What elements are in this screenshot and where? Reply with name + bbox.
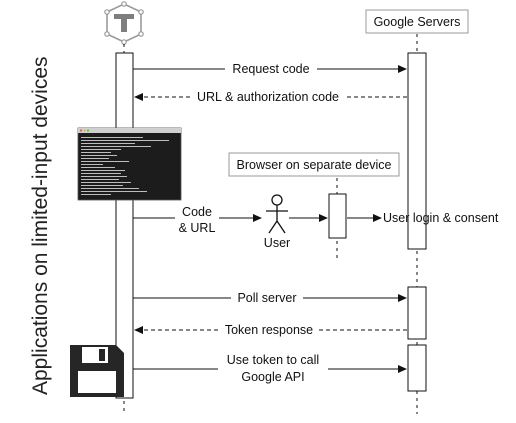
google-activation-bar-3 bbox=[407, 344, 427, 392]
token-response-label: Token response bbox=[225, 323, 313, 337]
google-servers-header: Google Servers bbox=[365, 9, 469, 34]
url-auth-code-message: URL & authorization code bbox=[134, 89, 407, 105]
user-label: User bbox=[264, 236, 290, 250]
poll-server-label: Poll server bbox=[237, 291, 296, 305]
request-code-label: Request code bbox=[232, 62, 309, 76]
google-activation-bar-1 bbox=[407, 52, 427, 250]
floppy-disk-icon bbox=[70, 345, 124, 397]
user-stick-figure-icon bbox=[266, 194, 288, 234]
use-token-message: Use token to call Google API bbox=[133, 352, 407, 386]
use-token-label-line2: Google API bbox=[241, 370, 304, 384]
terminal-screenshot-icon bbox=[77, 127, 182, 201]
browser-header: Browser on separate device bbox=[228, 152, 400, 177]
browser-label: Browser on separate device bbox=[237, 158, 392, 172]
google-activation-bar-2 bbox=[407, 286, 427, 340]
poll-server-message: Poll server bbox=[133, 290, 407, 306]
device-activation-bar bbox=[115, 52, 134, 399]
device-logo-icon bbox=[104, 1, 144, 45]
browser-activation-bar bbox=[328, 193, 347, 239]
google-servers-label: Google Servers bbox=[374, 15, 461, 29]
side-title: Applications on limited-input devices bbox=[29, 56, 52, 395]
user-login-consent-label: User login & consent bbox=[383, 211, 499, 225]
use-token-label-line1: Use token to call bbox=[227, 353, 319, 367]
token-response-message: Token response bbox=[134, 322, 407, 338]
code-label-line1: Code bbox=[182, 205, 212, 219]
code-label-line2: & URL bbox=[179, 221, 216, 235]
request-code-message: Request code bbox=[133, 61, 407, 77]
url-auth-code-label: URL & authorization code bbox=[197, 90, 339, 104]
code-url-message: Code & URL bbox=[133, 205, 262, 237]
